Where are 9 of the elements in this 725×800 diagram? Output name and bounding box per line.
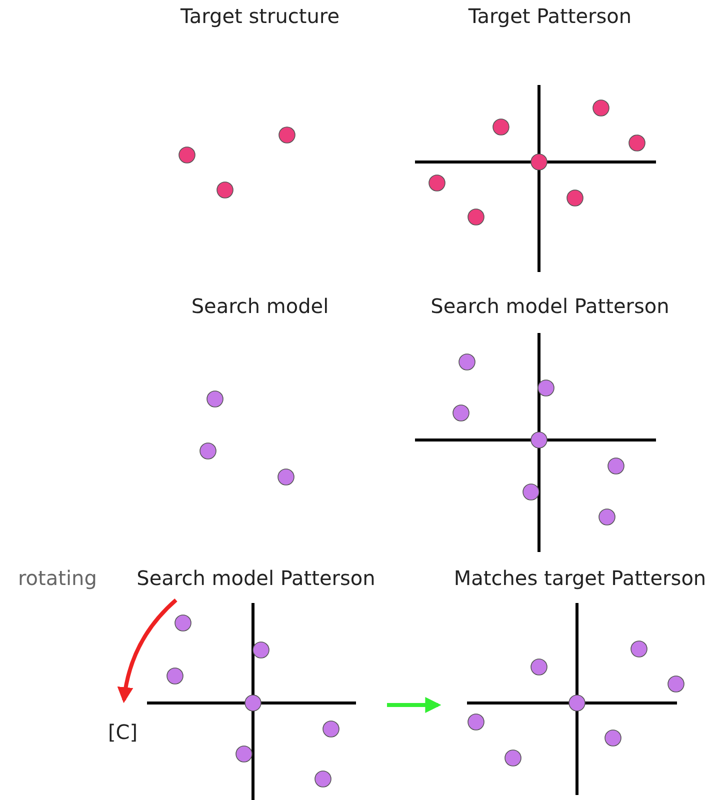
panel-title: Search model Patterson	[430, 294, 670, 318]
axis-label: [C]	[108, 720, 138, 744]
panel-title: Search model Patterson	[136, 566, 376, 590]
panel-title: Matches target Patterson	[452, 566, 708, 590]
panel-title: Target Patterson	[467, 4, 633, 28]
rotation-label: rotating	[18, 566, 97, 590]
panel-title: Target structure	[180, 4, 340, 28]
arrow	[387, 697, 442, 713]
panel-title: Search model	[190, 294, 330, 318]
